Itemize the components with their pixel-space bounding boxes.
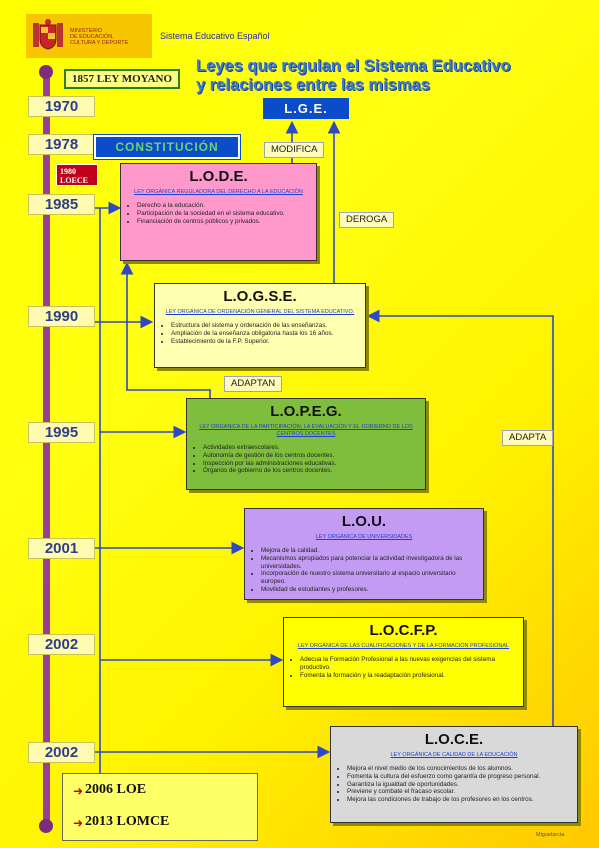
law-items: Actividades extraescolares. Autonomía de… [193,444,419,475]
year-1985: 1985 [28,194,95,215]
arrow-right-icon: ➜ [73,816,84,830]
year-2002-b: 2002 [28,742,95,763]
law-title: L.O.D.E. [189,168,248,185]
year-2001: 2001 [28,538,95,559]
system-label: Sistema Educativo Español [160,31,270,41]
list-item: Actividades extraescolares. [203,444,419,452]
year-2002-a: 2002 [28,634,95,655]
author-credit: Miguelarcia [536,832,565,838]
law-subtitle: LEY ORGÁNICA DE CALIDAD DE LA EDUCACIÓN [390,752,518,758]
timeline-bottom-dot [39,819,53,833]
list-item: Mecanismos apropiados para potenciar la … [261,555,477,571]
adaptan-label: ADAPTAN [224,376,283,392]
arrow-right-icon: ➜ [73,784,84,798]
list-item: Participación de la sociedad en el siste… [137,210,310,218]
law-title: L.O.C.F.P. [369,622,438,639]
ministry-header: MINISTERIO DE EDUCACIÓN, CULTURA Y DEPOR… [26,14,152,58]
list-item: Autonomía de gestión de los centros doce… [203,452,419,460]
law-title: L.O.U. [341,513,387,530]
list-item: Órganos de gobierno de los centros docen… [203,467,419,475]
law-box-loce: L.O.C.E. LEY ORGÁNICA DE CALIDAD DE LA E… [330,726,578,823]
loece-box: 1980 LOECE [56,164,98,186]
list-item: Estructura del sistema y ordenación de l… [171,322,359,330]
later-law-lomce: 2013 LOMCE [85,814,170,829]
list-item: Inspección por las administraciones educ… [203,460,419,468]
later-law-loe: 2006 LOE [85,782,147,797]
law-subtitle: LEY ORGÁNICA DE UNIVERSIDADES [315,534,413,540]
law-title: L.O.G.S.E. [223,288,297,305]
modifica-label: MODIFICA [264,142,325,158]
law-subtitle: LEY ORGÁNICA REGULADORA DEL DERECHO A LA… [134,189,303,195]
connector-lines [95,120,554,825]
lge-box: L.G.E. [263,98,349,119]
list-item: Establecimiento de la F.P. Superior. [171,338,359,346]
timeline-top-dot [39,65,53,79]
list-item: Mejora de la calidad. [261,547,477,555]
law-box-lopeg: L.O.P.E.G. LEY ORGÁNICA DE LA PARTICIPAC… [186,398,426,490]
list-item: Mejora el nivel medio de los conocimient… [347,765,571,773]
law-box-logse: L.O.G.S.E. LEY ORGÁNICA DE ORDENACIÓN GE… [154,283,366,368]
coat-of-arms-icon [33,19,63,50]
later-laws-box: ➜ 2006 LOE ➜ 2013 LOMCE [62,773,258,841]
timeline-bar [43,70,50,830]
deroga-label: DEROGA [339,212,395,228]
law-subtitle: LEY ORGÁNICA DE ORDENACIÓN GENERAL DEL S… [165,309,355,315]
year-1970: 1970 [28,96,95,117]
list-item: Previene y combate el fracaso escolar. [347,788,571,796]
list-item: Fomenta la cultura del esfuerzo como gar… [347,773,571,781]
list-item: Incorporación de nuestro sistema univers… [261,570,477,586]
law-title: L.O.P.E.G. [270,403,342,420]
ministry-name: MINISTERIO DE EDUCACIÓN, CULTURA Y DEPOR… [70,28,129,46]
law-title: L.O.C.E. [424,731,484,748]
ley-moyano-label: 1857 LEY MOYANO [64,69,181,89]
list-item: Fomenta la formación y la readaptación p… [300,672,517,680]
law-items: Mejora el nivel medio de los conocimient… [337,765,571,804]
year-1990: 1990 [28,306,95,327]
list-item: Garantiza la igualdad de oportunidades. [347,781,571,789]
list-item: Derecho a la educación. [137,202,310,210]
list-item: Financiación de centros públicos y priva… [137,218,310,226]
law-box-lode: L.O.D.E. LEY ORGÁNICA REGULADORA DEL DER… [120,163,317,261]
list-item: Movilidad de estudiantes y profesores. [261,586,477,594]
law-items: Adecua la Formación Profesional a las nu… [290,656,517,679]
list-item: Ampliación de la enseñanza obligatoria h… [171,330,359,338]
list-item: Mejora las condiciones de trabajo de los… [347,796,571,804]
law-box-locfp: L.O.C.F.P. LEY ORGÁNICA DE LAS CUALIFICA… [283,617,524,707]
year-1995: 1995 [28,422,95,443]
constitucion-box: CONSTITUCIÓN [93,134,241,160]
law-items: Estructura del sistema y ordenación de l… [161,322,359,345]
law-subtitle: LEY ORGÁNICA DE LAS CUALIFICACIONES Y DE… [297,643,510,649]
list-item: Adecua la Formación Profesional a las nu… [300,656,517,672]
law-items: Derecho a la educación. Participación de… [127,202,310,225]
law-subtitle: LEY ORGÁNICA DE LA PARTICIPACIÓN, LA EVA… [199,424,413,437]
law-box-lou: L.O.U. LEY ORGÁNICA DE UNIVERSIDADES Mej… [244,508,484,600]
page-title: Leyes que regulan el Sistema Educativo y… [196,57,511,94]
year-1978: 1978 [28,134,95,155]
law-items: Mejora de la calidad. Mecanismos apropia… [251,547,477,594]
adapta-label: ADAPTA [502,430,554,446]
